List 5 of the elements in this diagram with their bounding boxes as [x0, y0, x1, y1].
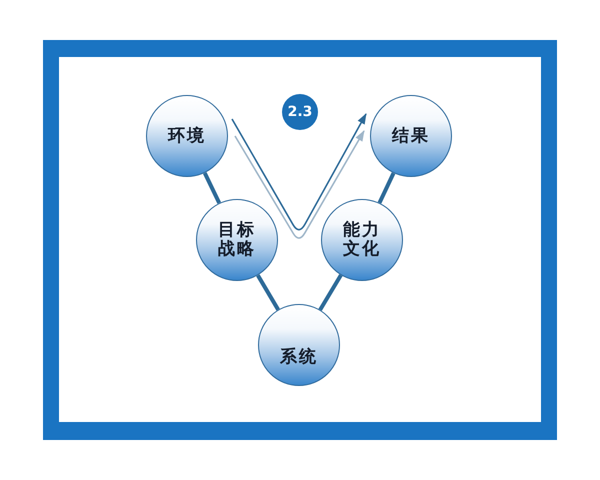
connector-line	[202, 172, 222, 204]
connector-line	[378, 172, 396, 204]
connector-line	[318, 274, 343, 311]
connector-line	[256, 274, 280, 311]
v-arrow	[231, 113, 367, 239]
